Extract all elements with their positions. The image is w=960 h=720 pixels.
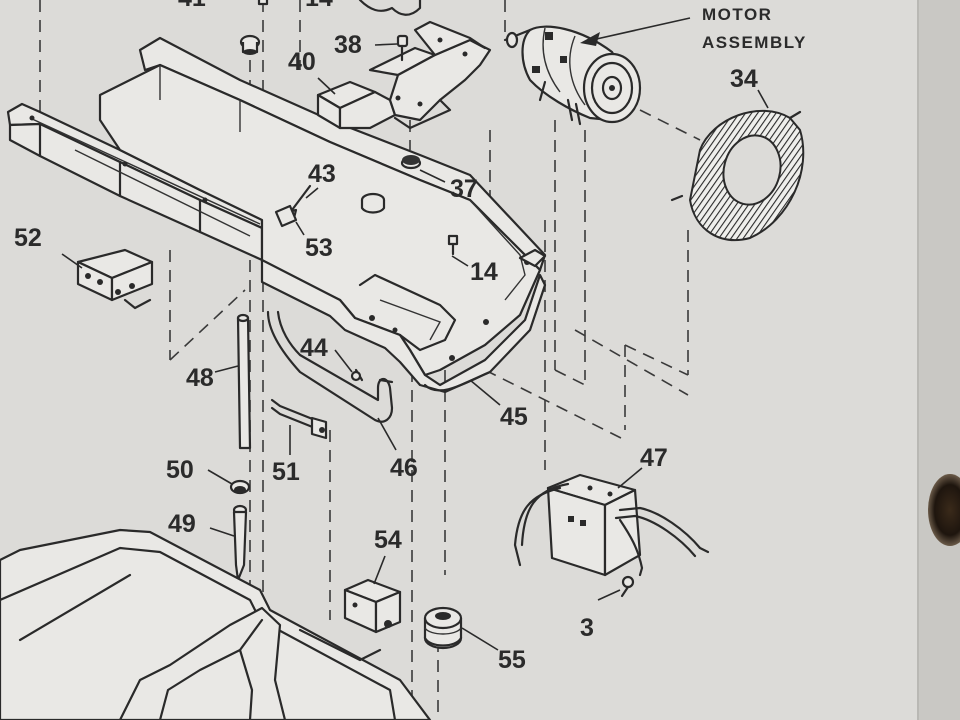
part-14-screw xyxy=(447,234,459,256)
fan-blade-partial xyxy=(358,0,422,16)
part-53-clip xyxy=(274,204,298,228)
part-52-terminal-block xyxy=(76,248,154,310)
motor-assembly xyxy=(503,25,642,126)
callout-50: 50 xyxy=(166,456,194,484)
part-45-cable xyxy=(423,370,492,392)
callout-46: 46 xyxy=(390,454,418,482)
callout-37: 37 xyxy=(450,175,478,203)
callout-41-partial: 41 xyxy=(178,0,206,12)
callout-53: 53 xyxy=(305,234,333,262)
motor-assembly-label-line1: MOTOR xyxy=(702,5,772,24)
callout-14-top-partial: 14 xyxy=(305,0,333,12)
part-3-screw xyxy=(620,575,635,598)
callout-38: 38 xyxy=(334,31,362,59)
part-40-motor-bracket xyxy=(316,20,492,130)
motor-assembly-arrow xyxy=(580,17,691,46)
part-34-fan-shroud xyxy=(670,109,805,241)
callout-51: 51 xyxy=(272,458,300,486)
motor-assembly-label-line2: ASSEMBLY xyxy=(702,33,807,52)
callout-3: 3 xyxy=(580,614,594,642)
callout-55: 55 xyxy=(498,646,526,674)
grommet xyxy=(360,192,386,214)
callout-48: 48 xyxy=(186,364,214,392)
motor-mounting-tray xyxy=(98,36,547,394)
part-51-wire xyxy=(270,398,328,440)
callout-43: 43 xyxy=(308,160,336,188)
callout-44: 44 xyxy=(300,334,328,362)
callout-14: 14 xyxy=(470,258,498,286)
part-37-washer xyxy=(400,155,422,170)
callout-40: 40 xyxy=(288,48,316,76)
part-46-hose xyxy=(266,310,394,423)
part-44-screw xyxy=(350,368,364,382)
part-49-pin xyxy=(232,504,248,582)
callout-34: 34 xyxy=(730,65,758,93)
callout-52: 52 xyxy=(14,224,42,252)
part-50-grommet xyxy=(229,479,251,495)
part-54-switch xyxy=(343,578,402,634)
part-41-nut xyxy=(239,0,269,55)
callout-leaders xyxy=(61,43,769,651)
callout-47: 47 xyxy=(640,444,668,472)
callout-49: 49 xyxy=(168,510,196,538)
part-55-pulley xyxy=(423,606,463,650)
binder-hole xyxy=(928,474,960,546)
callout-54: 54 xyxy=(374,526,402,554)
part-38-screw xyxy=(396,34,409,62)
base-pan xyxy=(0,528,432,720)
part-48-rod xyxy=(236,313,252,450)
page-edge-shadow xyxy=(918,0,960,720)
part-47-relay-box xyxy=(513,473,710,577)
callout-45: 45 xyxy=(500,403,528,431)
